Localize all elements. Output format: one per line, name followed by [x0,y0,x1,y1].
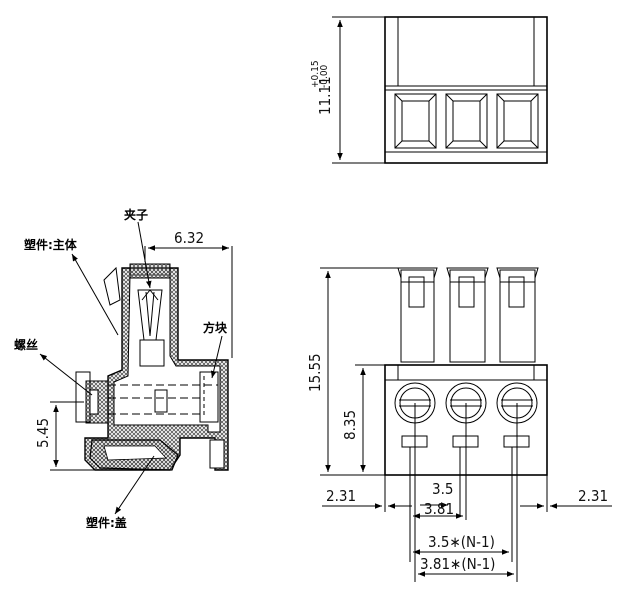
square-block [199,371,219,423]
wire-guide-2 [446,267,489,363]
dim-height-top-tol-plus: +0.15 [310,60,321,88]
label-clamp: 夹子 [124,207,148,222]
wire-guide-3 [496,267,539,363]
dim-span-b: 3.81∗(N-1) [420,555,495,573]
top-slot-2 [445,93,488,149]
dim-span-a: 3.5∗(N-1) [428,533,495,551]
dim-height-side: 5.45 [34,418,52,448]
wire-guide-1 [397,267,438,363]
label-square-block: 方块 [203,320,228,335]
dim-pitch-b: 3.81 [424,500,454,518]
label-cover: 塑件:盖 [86,515,127,530]
dim-width-side: 6.32 [174,229,204,247]
top-slot-1 [394,93,437,149]
dim-height-top: 11.11 [316,76,334,115]
top-view: 11.11 +0.15 -0.00 [310,16,548,164]
top-slot-3 [496,93,539,149]
label-screw: 螺丝 [14,337,38,352]
dim-height-top-tol-minus: -0.00 [319,64,330,88]
dim-pitch-a: 3.5 [432,480,453,498]
dim-edge-right: 2.31 [578,487,608,505]
front-view: 15.55 8.35 2.31 2.31 3.5 3.81 3.5∗(N-1) … [306,267,612,582]
dim-height-body: 8.35 [341,410,359,440]
label-main-body: 塑件:主体 [24,237,78,252]
dim-edge-left: 2.31 [326,487,356,505]
side-view: 6.32 5.45 夹子 塑件:主体 方块 螺丝 塑件:盖 [14,207,233,530]
dim-height-total: 15.55 [306,353,324,392]
